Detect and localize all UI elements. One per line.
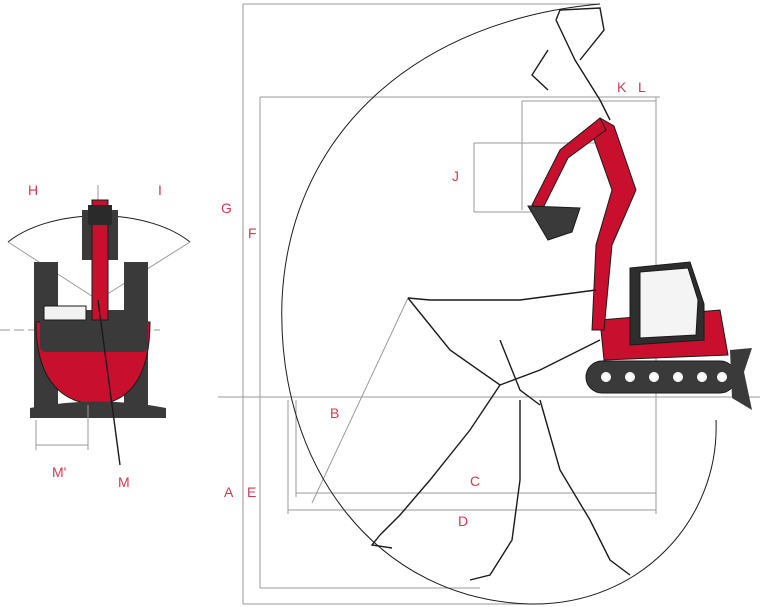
label-j: J (452, 168, 459, 184)
label-l: L (638, 79, 646, 95)
label-f: F (248, 225, 257, 241)
label-b: B (330, 405, 339, 421)
label-g: G (221, 200, 232, 216)
label-h: H (28, 182, 38, 198)
front-view: H I M' M (0, 182, 191, 490)
side-view: G F A E B C D J K L (218, 3, 760, 605)
label-m-prime: M' (52, 464, 66, 480)
label-e: E (247, 484, 256, 500)
label-c: C (470, 473, 480, 489)
label-m: M (118, 474, 130, 490)
label-k: K (617, 79, 627, 95)
label-a: A (224, 484, 234, 500)
label-i: I (158, 182, 162, 198)
label-d: D (458, 513, 468, 529)
